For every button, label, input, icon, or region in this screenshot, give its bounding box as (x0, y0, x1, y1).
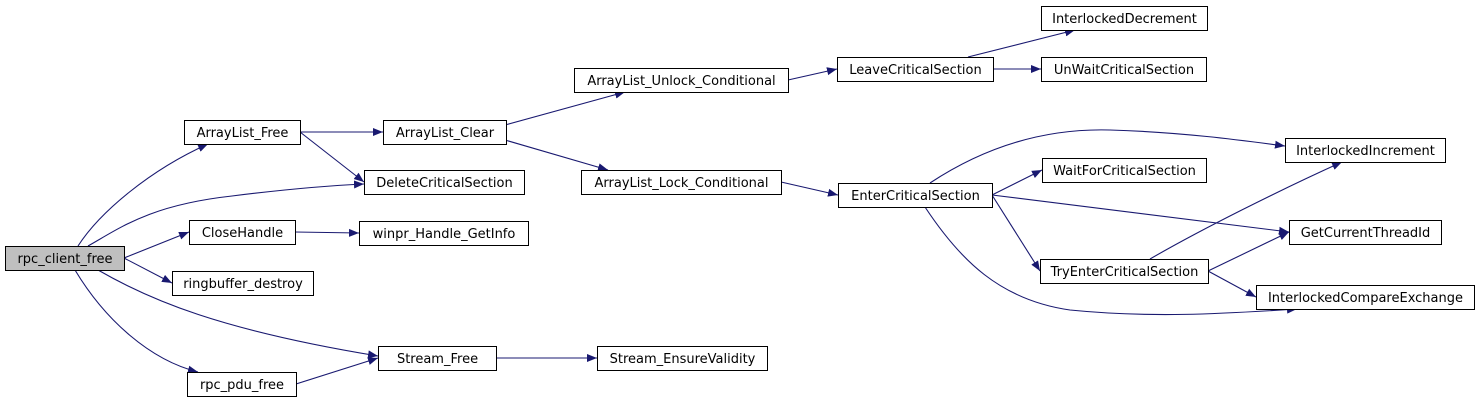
edge-rpc-client-free-to-stream-free (97, 269, 379, 359)
edge-arraylist-free-to-deletecriticalsection (299, 131, 365, 183)
node-box (581, 170, 782, 195)
node-getcurrentthreadid[interactable]: GetCurrentThreadId (1289, 220, 1442, 245)
node-stream-free[interactable]: Stream_Free (378, 346, 497, 371)
edge-entercriticalsection-to-waitforcriticalsection (991, 169, 1043, 196)
node-box (838, 183, 993, 208)
node-box (189, 220, 296, 245)
node-label: rpc_pdu_free (200, 378, 284, 393)
node-label: EnterCriticalSection (851, 189, 980, 204)
edge-entercriticalsection-to-tryentercriticalsection (991, 194, 1041, 272)
node-label: ringbuffer_destroy (183, 277, 303, 292)
edge-rpc-client-free-to-ringbuffer-destroy (123, 257, 173, 284)
node-label: Stream_EnsureValidity (610, 352, 756, 367)
node-box (1042, 158, 1207, 183)
edge-leavecriticalsection-to-interlockeddecrement (967, 28, 1076, 58)
node-closehandle[interactable]: CloseHandle (189, 220, 296, 245)
node-box (1289, 220, 1442, 245)
node-box (1040, 259, 1209, 284)
node-arraylist-lock-conditional[interactable]: ArrayList_Lock_Conditional (581, 170, 782, 195)
node-winpr-handle-getinfo[interactable]: winpr_Handle_GetInfo (359, 221, 529, 246)
node-box (574, 68, 789, 93)
node-label: TryEnterCriticalSection (1050, 265, 1199, 280)
node-deletecriticalsection[interactable]: DeleteCriticalSection (364, 170, 525, 195)
node-arraylist-unlock-conditional[interactable]: ArrayList_Unlock_Conditional (574, 68, 789, 93)
node-unwaitcriticalsection[interactable]: UnWaitCriticalSection (1041, 57, 1207, 82)
nodes-layer: rpc_client_free ArrayList_FreeDeleteCriti… (5, 6, 1475, 397)
edge-rpc-pdu-free-to-stream-free (295, 357, 379, 385)
node-interlockedincrement[interactable]: InterlockedIncrement (1285, 138, 1446, 163)
node-label: ArrayList_Lock_Conditional (595, 176, 769, 191)
node-label: LeaveCriticalSection (849, 63, 981, 78)
node-box (383, 120, 507, 145)
node-label: InterlockedCompareExchange (1268, 291, 1463, 306)
edge-rpc-client-free-to-deletecriticalsection (87, 180, 365, 247)
edge-rpc-client-free-to-rpc-pdu-free (74, 269, 199, 374)
node-label: DeleteCriticalSection (376, 176, 512, 191)
node-box (1041, 6, 1208, 31)
node-box (172, 271, 314, 296)
node-label: Stream_Free (397, 352, 478, 367)
node-label: rpc_client_free (17, 252, 112, 267)
node-box (378, 346, 497, 371)
edge-tryentercriticalsection-to-interlockedcompareexchange (1207, 270, 1257, 298)
node-box (184, 120, 301, 145)
node-label: ArrayList_Clear (396, 126, 495, 141)
node-entercriticalsection[interactable]: EnterCriticalSection (838, 183, 993, 208)
node-label: UnWaitCriticalSection (1054, 63, 1194, 78)
node-box (1285, 138, 1446, 163)
node-label: InterlockedDecrement (1052, 12, 1197, 27)
node-stream-ensurevalidity[interactable]: Stream_EnsureValidity (597, 346, 768, 371)
node-label: ArrayList_Free (197, 126, 289, 141)
node-box (837, 57, 994, 82)
node-label: winpr_Handle_GetInfo (373, 227, 516, 242)
node-box (187, 372, 297, 397)
node-box (1041, 57, 1207, 82)
edge-arraylist-unlock-conditional-to-leavecriticalsection (787, 67, 838, 81)
edges-layer (74, 28, 1343, 385)
node-interlockeddecrement[interactable]: InterlockedDecrement (1041, 6, 1208, 31)
node-leavecriticalsection[interactable]: LeaveCriticalSection (837, 57, 994, 82)
node-box (5, 246, 125, 271)
node-waitforcriticalsection[interactable]: WaitForCriticalSection (1042, 158, 1207, 183)
edge-arraylist-clear-to-arraylist-unlock-conditional (504, 90, 626, 126)
node-box (1256, 285, 1475, 310)
edge-entercriticalsection-to-getcurrentthreadid (991, 194, 1290, 235)
node-tryentercriticalsection[interactable]: TryEnterCriticalSection (1040, 259, 1209, 284)
edge-rpc-client-free-to-arraylist-free (77, 143, 209, 247)
node-interlockedcompareexchange[interactable]: InterlockedCompareExchange (1256, 285, 1475, 310)
node-box (359, 221, 529, 246)
node-label: ArrayList_Unlock_Conditional (587, 74, 775, 89)
node-arraylist-clear[interactable]: ArrayList_Clear (383, 120, 507, 145)
node-rpc-client-free[interactable]: rpc_client_free (5, 246, 125, 271)
edge-arraylist-lock-conditional-to-entercriticalsection (780, 181, 839, 197)
edge-entercriticalsection-to-interlockedcompareexchange (924, 206, 1298, 316)
edge-closehandle-to-winpr-handle-getinfo (294, 228, 360, 237)
node-label: CloseHandle (202, 226, 283, 241)
edge-arraylist-clear-to-arraylist-lock-conditional (504, 139, 609, 172)
node-box (597, 346, 768, 371)
node-rpc-pdu-free[interactable]: rpc_pdu_free (187, 372, 297, 397)
edge-rpc-client-free-to-closehandle (123, 231, 190, 259)
node-ringbuffer-destroy[interactable]: ringbuffer_destroy (172, 271, 314, 296)
edge-tryentercriticalsection-to-interlockedincrement (1149, 161, 1343, 260)
node-arraylist-free[interactable]: ArrayList_Free (184, 120, 301, 145)
node-label: GetCurrentThreadId (1301, 226, 1431, 241)
node-label: InterlockedIncrement (1296, 144, 1435, 159)
node-box (364, 170, 525, 195)
edge-tryentercriticalsection-to-getcurrentthreadid (1207, 231, 1290, 272)
node-label: WaitForCriticalSection (1053, 164, 1196, 179)
edge-entercriticalsection-to-interlockedincrement (929, 129, 1286, 184)
